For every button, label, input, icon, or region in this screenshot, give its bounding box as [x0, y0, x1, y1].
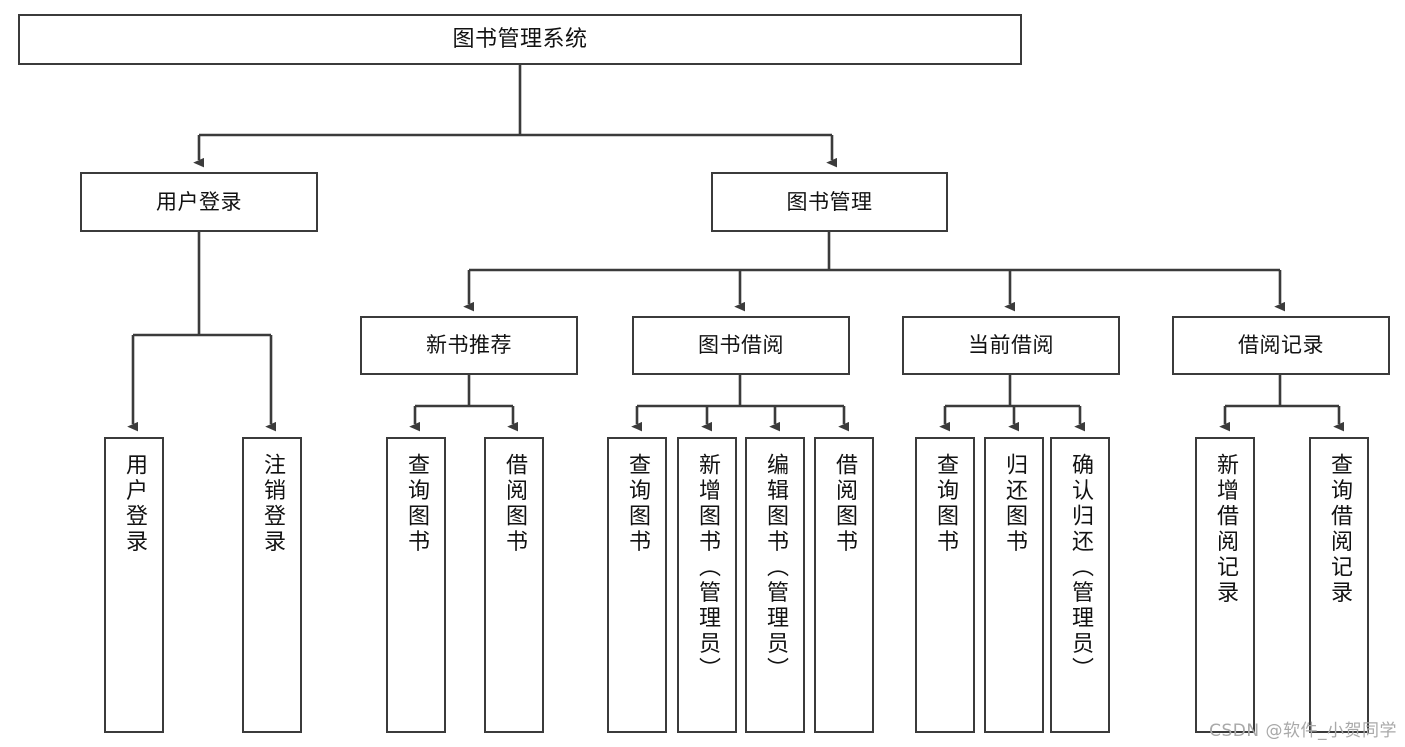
node-borrow-record[interactable]: 借阅记录: [1172, 316, 1390, 375]
node-current-borrow-label: 当前借阅: [968, 333, 1054, 358]
csdn-watermark: CSDN @软件_小贺同学: [1209, 721, 1397, 741]
node-borrow-record-label: 借阅记录: [1238, 333, 1324, 358]
node-book-borrow[interactable]: 图书借阅: [632, 316, 850, 375]
node-book-manage-label: 图书管理: [786, 189, 873, 214]
node-new-book-rec-label: 新书推荐: [426, 333, 512, 358]
node-root-label: 图书管理系统: [452, 26, 588, 52]
node-leaf-logout-login-label: 注销登录: [260, 453, 285, 555]
node-leaf-user-login-label: 用户登录: [122, 453, 147, 555]
node-user-login[interactable]: 用户登录: [80, 172, 318, 232]
node-leaf-query-record[interactable]: 查询借阅记录: [1309, 437, 1369, 733]
node-leaf-logout-login[interactable]: 注销登录: [242, 437, 302, 733]
node-book-manage[interactable]: 图书管理: [711, 172, 948, 232]
node-leaf-query-book-2[interactable]: 查询图书: [607, 437, 667, 733]
node-leaf-return-book[interactable]: 归还图书: [984, 437, 1044, 733]
node-current-borrow[interactable]: 当前借阅: [902, 316, 1120, 375]
node-leaf-add-book[interactable]: 新增图书（管理员）: [677, 437, 737, 733]
node-leaf-add-record-label: 新增借阅记录: [1213, 453, 1238, 606]
node-leaf-confirm-return[interactable]: 确认归还（管理员）: [1050, 437, 1110, 733]
node-leaf-borrow-book-2-label: 借阅图书: [832, 453, 857, 555]
node-new-book-rec[interactable]: 新书推荐: [360, 316, 578, 375]
node-book-borrow-label: 图书借阅: [698, 333, 784, 358]
node-user-login-label: 用户登录: [156, 189, 242, 214]
node-leaf-confirm-return-label: 确认归还（管理员）: [1068, 453, 1093, 683]
node-leaf-add-book-label: 新增图书（管理员）: [695, 453, 720, 683]
node-leaf-edit-book-label: 编辑图书（管理员）: [763, 453, 788, 683]
node-leaf-user-login[interactable]: 用户登录: [104, 437, 164, 733]
node-leaf-query-record-label: 查询借阅记录: [1327, 453, 1352, 606]
node-leaf-return-book-label: 归还图书: [1002, 453, 1027, 555]
node-leaf-borrow-book-2[interactable]: 借阅图书: [814, 437, 874, 733]
node-leaf-edit-book[interactable]: 编辑图书（管理员）: [745, 437, 805, 733]
node-leaf-query-book-3-label: 查询图书: [933, 453, 958, 555]
node-leaf-query-book-3[interactable]: 查询图书: [915, 437, 975, 733]
node-leaf-query-book-1-label: 查询图书: [404, 453, 429, 555]
node-leaf-query-book-1[interactable]: 查询图书: [386, 437, 446, 733]
node-leaf-query-book-2-label: 查询图书: [625, 453, 650, 555]
node-root-system[interactable]: 图书管理系统: [18, 14, 1022, 65]
node-leaf-borrow-book-1[interactable]: 借阅图书: [484, 437, 544, 733]
node-leaf-borrow-book-1-label: 借阅图书: [502, 453, 527, 555]
node-leaf-add-record[interactable]: 新增借阅记录: [1195, 437, 1255, 733]
